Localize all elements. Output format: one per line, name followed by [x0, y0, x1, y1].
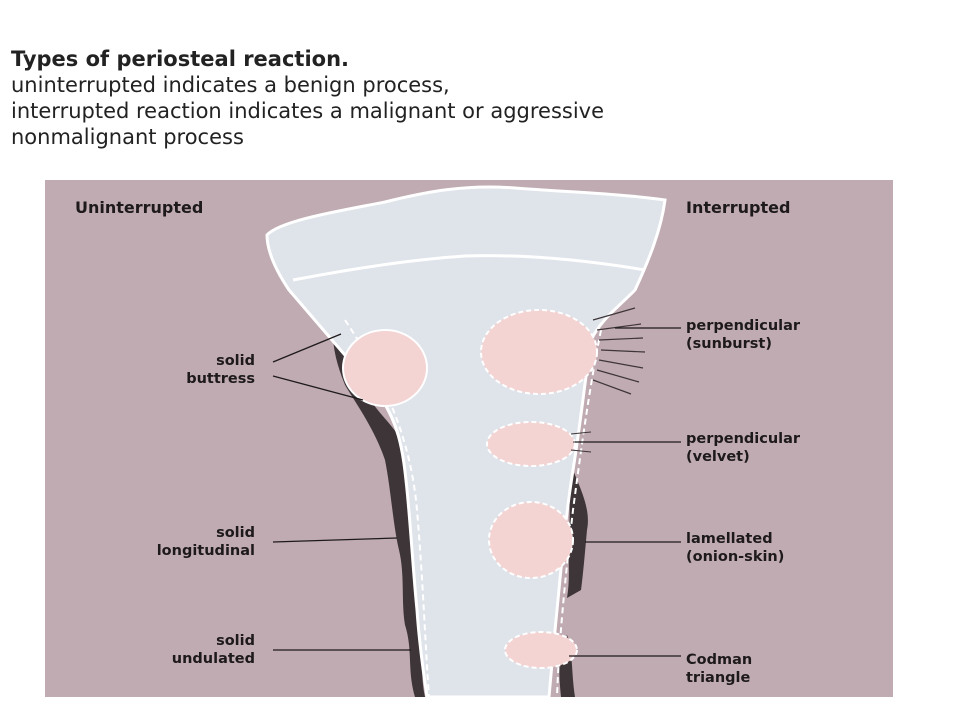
caption: Types of periosteal reaction. uninterrup… [11, 46, 911, 150]
label-solid-longitudinal: solid longitudinal [157, 524, 255, 560]
label-solid-undulated: solid undulated [172, 632, 255, 668]
label-line: Codman [686, 652, 753, 668]
periosteal-reaction-diagram: Uninterrupted Interrupted solid buttress… [45, 180, 893, 697]
sunburst-spicules [592, 307, 646, 395]
label-line: (onion-skin) [686, 549, 785, 565]
growth-line [292, 254, 646, 282]
leader-lines [272, 327, 681, 657]
label-line: solid [216, 633, 255, 649]
bone-shaft [265, 185, 667, 697]
heading-interrupted: Interrupted [686, 198, 791, 217]
velvet-lesion [486, 421, 576, 467]
bone-illustration [265, 185, 681, 697]
heading-uninterrupted: Uninterrupted [75, 198, 204, 217]
label-line: buttress [186, 371, 255, 387]
label-line: perpendicular [686, 431, 801, 447]
label-perpendicular-velvet: perpendicular (velvet) [686, 430, 800, 466]
label-line: perpendicular [686, 318, 801, 334]
label-line: (velvet) [686, 449, 750, 465]
caption-line-1: uninterrupted indicates a benign process… [11, 73, 450, 97]
codman-lesion [504, 631, 578, 669]
onion-skin-lesion [488, 501, 574, 579]
right-periosteal-reaction [567, 470, 588, 598]
label-line: solid [216, 525, 255, 541]
caption-line-3: nonmalignant process [11, 125, 244, 149]
label-line: triangle [686, 670, 751, 686]
label-line: (sunburst) [686, 336, 772, 352]
sunburst-lesion [480, 309, 598, 395]
left-periosteal-reaction [332, 320, 425, 697]
label-codman-triangle: Codman triangle [686, 651, 752, 687]
label-line: undulated [171, 651, 255, 667]
caption-line-2: interrupted reaction indicates a maligna… [11, 99, 605, 123]
caption-title: Types of periosteal reaction. [11, 47, 350, 71]
label-perpendicular-sunburst: perpendicular (sunburst) [686, 317, 800, 353]
label-line: lamellated [686, 531, 773, 547]
label-line: longitudinal [156, 543, 255, 559]
label-solid-buttress: solid buttress [186, 352, 255, 388]
buttress-lesion [342, 329, 428, 407]
label-lamellated: lamellated (onion-skin) [686, 530, 784, 566]
label-line: solid [216, 353, 255, 369]
